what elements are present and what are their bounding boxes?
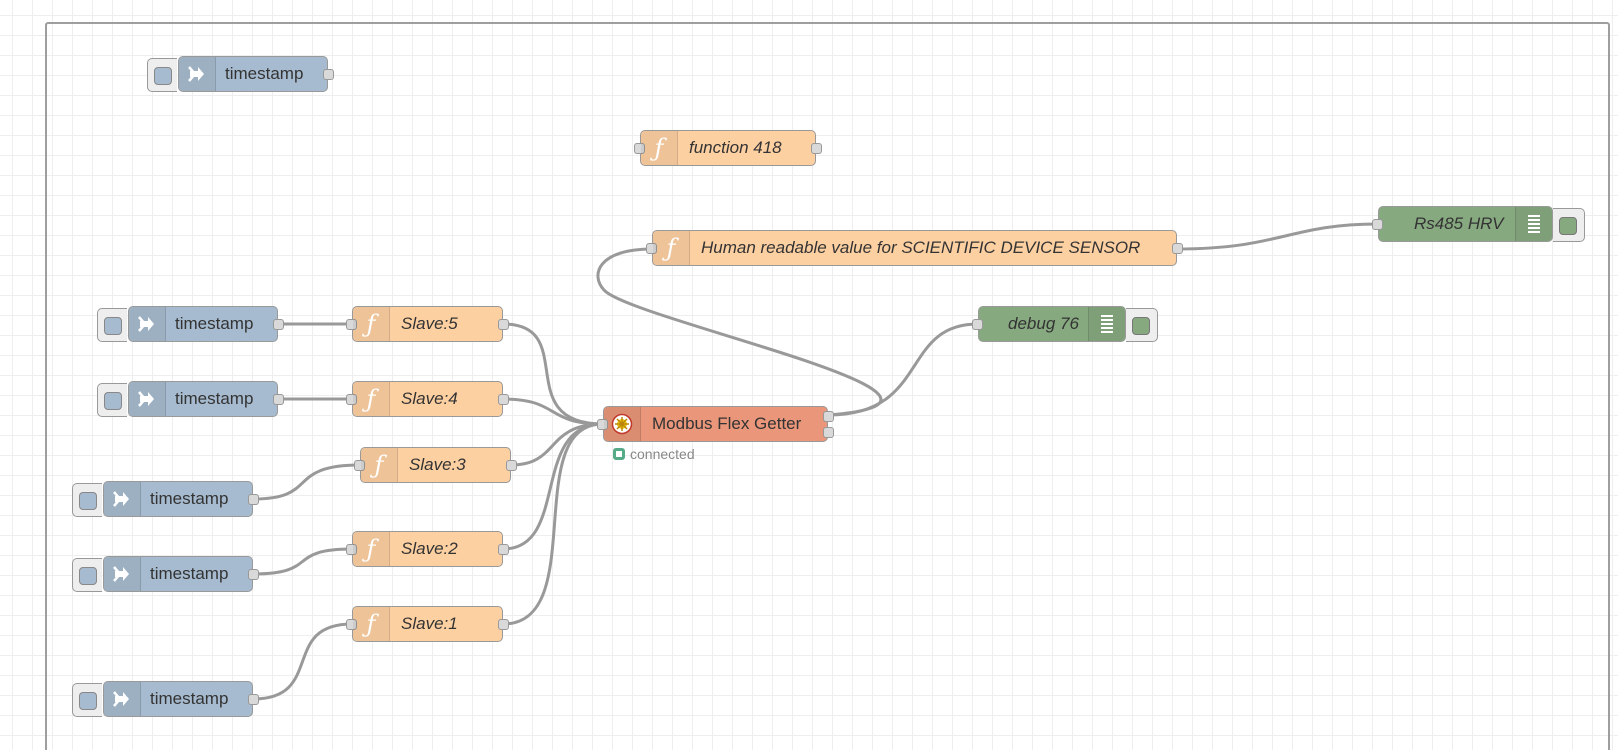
inject-trigger-button[interactable]	[147, 58, 177, 92]
debug-toggle-button[interactable]	[1553, 208, 1585, 242]
output-port[interactable]	[498, 619, 509, 630]
function-slave5[interactable]: ƒ Slave:5	[346, 306, 509, 342]
status-connected-icon	[613, 448, 625, 460]
output-port[interactable]	[248, 569, 259, 580]
output-port[interactable]	[811, 143, 822, 154]
input-port[interactable]	[346, 319, 357, 330]
output-port[interactable]	[248, 494, 259, 505]
node-label: Modbus Flex Getter	[652, 414, 802, 433]
inject-ts-2[interactable]: timestamp	[97, 381, 284, 417]
inject-ts-1[interactable]: timestamp	[97, 306, 284, 342]
inject-trigger-button[interactable]	[97, 308, 127, 342]
arrow-in-icon	[129, 382, 166, 416]
output-port[interactable]	[498, 394, 509, 405]
output-port-1[interactable]	[823, 411, 834, 422]
inject-trigger-button[interactable]	[97, 383, 127, 417]
input-port[interactable]	[1372, 219, 1383, 230]
output-port[interactable]	[323, 69, 334, 80]
wire-slave5-modbus[interactable]	[502, 322, 604, 426]
input-port[interactable]	[597, 419, 608, 430]
function-slave3[interactable]: ƒ Slave:3	[354, 447, 517, 483]
function-icon: ƒ	[353, 532, 390, 566]
modbus-icon	[604, 407, 641, 441]
list-icon	[1088, 307, 1125, 341]
node-label: debug 76	[1008, 314, 1079, 333]
output-port[interactable]	[273, 394, 284, 405]
function-icon: ƒ	[641, 131, 678, 165]
status-text: connected	[630, 446, 695, 462]
wire-modbus-debug76[interactable]	[827, 322, 979, 417]
input-port[interactable]	[972, 319, 983, 330]
wire-ts3-slave3[interactable]	[252, 463, 361, 501]
node-label: timestamp	[175, 314, 254, 333]
inject-ts-5[interactable]: timestamp	[72, 681, 259, 717]
node-label: Slave:2	[401, 539, 458, 558]
node-label: timestamp	[150, 689, 229, 708]
inject-node-ts-top[interactable]: timestamp	[147, 56, 334, 92]
output-port[interactable]	[273, 319, 284, 330]
output-port[interactable]	[248, 694, 259, 705]
arrow-in-icon	[104, 557, 141, 591]
function-slave4[interactable]: ƒ Slave:4	[346, 381, 509, 417]
function-icon: ƒ	[653, 231, 690, 265]
inject-ts-4[interactable]: timestamp	[72, 556, 259, 592]
debug-rs485[interactable]: Rs485 HRV	[1372, 206, 1585, 242]
node-label: Slave:5	[401, 314, 458, 333]
output-port[interactable]	[498, 544, 509, 555]
wire-ts5-slave1[interactable]	[252, 622, 353, 701]
inject-ts-3[interactable]: timestamp	[72, 481, 259, 517]
node-label: Rs485 HRV	[1414, 214, 1504, 233]
node-label: timestamp	[150, 489, 229, 508]
node-label: timestamp	[225, 64, 304, 83]
node-label: Human readable value for SCIENTIFIC DEVI…	[701, 238, 1141, 257]
inject-trigger-button[interactable]	[72, 483, 102, 517]
function-icon: ƒ	[353, 382, 390, 416]
wire-modbus-human[interactable]	[596, 247, 883, 417]
modbus-status: connected	[613, 446, 695, 462]
node-label: Slave:1	[401, 614, 458, 633]
output-port-2[interactable]	[823, 427, 834, 438]
node-label: timestamp	[150, 564, 229, 583]
input-port[interactable]	[346, 619, 357, 630]
output-port[interactable]	[498, 319, 509, 330]
arrow-in-icon	[104, 682, 141, 716]
node-label: timestamp	[175, 389, 254, 408]
wire-ts4-slave2[interactable]	[252, 547, 353, 576]
function-icon: ƒ	[353, 307, 390, 341]
function-slave2[interactable]: ƒ Slave:2	[346, 531, 509, 567]
function-icon: ƒ	[361, 448, 398, 482]
input-port[interactable]	[354, 460, 365, 471]
node-label: function 418	[689, 138, 782, 157]
arrow-in-icon	[179, 57, 216, 91]
wire-slave4-modbus[interactable]	[502, 397, 604, 426]
arrow-in-icon	[129, 307, 166, 341]
input-port[interactable]	[346, 544, 357, 555]
output-port[interactable]	[1172, 243, 1183, 254]
debug-76[interactable]: debug 76	[972, 306, 1158, 342]
input-port[interactable]	[646, 243, 657, 254]
input-port[interactable]	[346, 394, 357, 405]
function-icon: ƒ	[353, 607, 390, 641]
modbus-flex-getter[interactable]: Modbus Flex Getter	[597, 406, 834, 442]
input-port[interactable]	[634, 143, 645, 154]
node-label: Slave:4	[401, 389, 458, 408]
inject-trigger-button[interactable]	[72, 683, 102, 717]
debug-toggle-button[interactable]	[1126, 308, 1158, 342]
arrow-in-icon	[104, 482, 141, 516]
node-label: Slave:3	[409, 455, 466, 474]
inject-trigger-button[interactable]	[72, 558, 102, 592]
list-icon	[1515, 207, 1552, 241]
function-slave1[interactable]: ƒ Slave:1	[346, 606, 509, 642]
output-port[interactable]	[506, 460, 517, 471]
wire-human-rs485[interactable]	[1176, 222, 1379, 251]
function-node-418[interactable]: ƒ function 418	[634, 130, 822, 166]
wire-slave1-modbus[interactable]	[502, 422, 604, 626]
flow-group[interactable]	[45, 22, 1610, 750]
function-human-readable[interactable]: ƒ Human readable value for SCIENTIFIC DE…	[646, 230, 1183, 266]
